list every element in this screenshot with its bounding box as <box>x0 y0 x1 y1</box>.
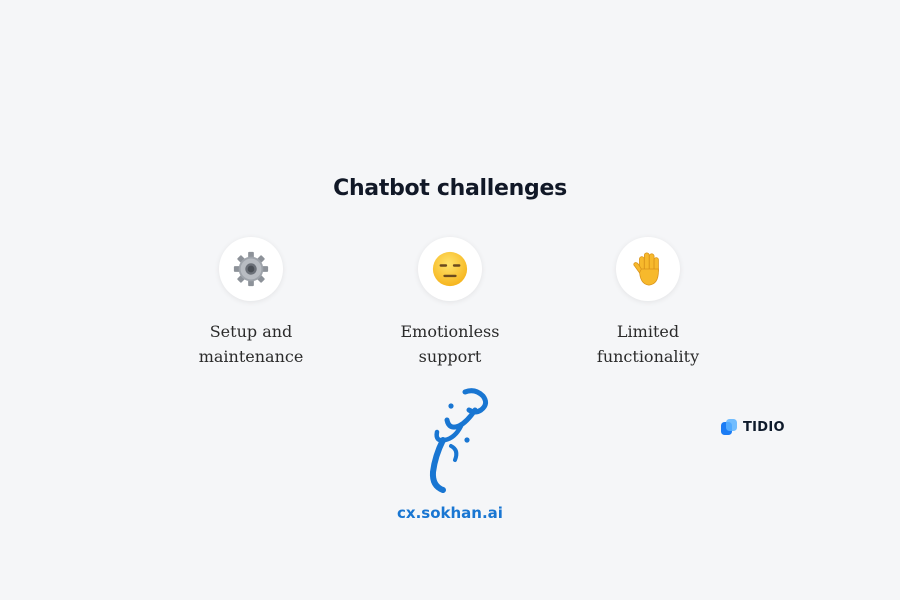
challenge-label: Emotionless support <box>370 319 530 369</box>
icon-circle <box>418 237 482 301</box>
challenge-label-line2: functionality <box>596 347 700 366</box>
challenge-label-line1: Emotionless <box>400 322 500 341</box>
page-title: Chatbot challenges <box>333 176 567 201</box>
challenge-label-line2: support <box>418 347 482 366</box>
challenge-item-emotionless: Emotionless support <box>370 237 530 369</box>
challenge-label-line2: maintenance <box>198 347 304 366</box>
sokhan-watermark: cx.sokhan.ai <box>385 386 515 522</box>
gear-icon <box>233 251 269 287</box>
challenge-label: Limited functionality <box>568 319 728 369</box>
sokhan-calligraphy-logo <box>429 388 489 493</box>
tidio-brand: TIDIO <box>721 418 785 436</box>
challenge-item-setup: Setup and maintenance <box>171 237 331 369</box>
challenge-label-line1: Limited <box>616 322 680 341</box>
brand-name: TIDIO <box>743 419 785 435</box>
challenge-label: Setup and maintenance <box>171 319 331 369</box>
expressionless-face-icon <box>432 251 468 287</box>
raised-hand-icon <box>633 252 659 286</box>
tidio-logo-icon <box>721 419 737 435</box>
challenge-label-line1: Setup and <box>209 322 293 341</box>
icon-circle <box>219 237 283 301</box>
icon-circle <box>616 237 680 301</box>
watermark-domain: cx.sokhan.ai <box>397 504 503 522</box>
challenge-item-limited: Limited functionality <box>568 237 728 369</box>
